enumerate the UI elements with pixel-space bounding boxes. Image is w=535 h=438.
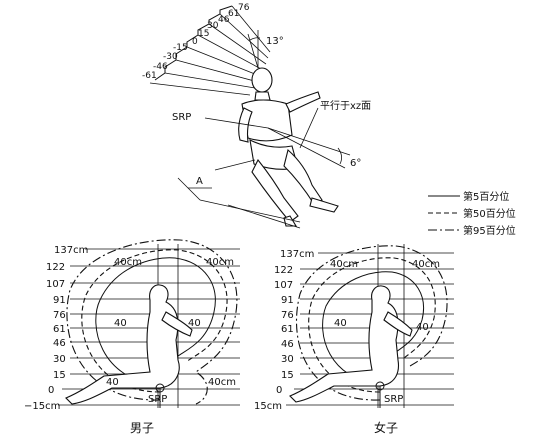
male-y-label-122: 122: [46, 262, 65, 273]
female-envelope-50th: [308, 257, 436, 393]
angle-13-marker: 13°: [247, 30, 284, 69]
female-arc-label-top-outer: 40cm: [412, 259, 440, 270]
stair-scale: -61 -46 -30 -15 0 15 30 46 61 76: [142, 3, 271, 96]
male-y-label-137: 137cm: [54, 245, 88, 256]
scale-label-9: 76: [238, 3, 250, 13]
angle-13-label: 13°: [266, 36, 284, 47]
top-3d-view: -61 -46 -30 -15 0 15 30 46 61 76 13°: [142, 3, 371, 229]
male-seated-figure: [65, 284, 180, 405]
male-panel: 137cm 122 107 91 76 61 46 30 15 0 −15cm …: [24, 239, 240, 435]
legend-label-95th: 第95百分位: [463, 224, 516, 237]
male-y-label-neg15: −15cm: [24, 401, 60, 412]
male-y-label-30: 30: [53, 354, 66, 365]
parallel-plane-marker: 平行于xz面: [299, 99, 371, 149]
parallel-label: 平行于xz面: [320, 99, 371, 112]
female-arm: [383, 311, 413, 337]
male-y-label-0: 0: [48, 385, 54, 396]
male-arc-label-top-inner: 40cm: [114, 257, 142, 268]
female-y-label-91: 91: [281, 295, 294, 306]
female-y-label-61: 61: [281, 324, 294, 335]
scale-label-6: 30: [207, 21, 219, 31]
female-y-label-30: 30: [281, 354, 294, 365]
male-arc-label-bottom: 40: [106, 377, 119, 388]
female-seated-figure: [289, 285, 400, 403]
female-y-label-15: 15: [281, 370, 294, 381]
scale-label-8: 61: [228, 9, 239, 19]
male-envelope-50th: [81, 249, 228, 393]
female-y-label-76: 76: [281, 310, 294, 321]
male-y-label-76: 76: [53, 310, 66, 321]
scale-label-0: -61: [142, 71, 157, 81]
dim-a-label: A: [196, 176, 203, 187]
srp-marker: SRP 6°: [172, 112, 361, 169]
angle-6-label: 6°: [350, 158, 361, 169]
scale-label-3: -15: [173, 43, 188, 53]
male-arc-label-bottom-right: 40cm: [208, 377, 236, 388]
male-y-label-15: 15: [53, 370, 66, 381]
male-y-label-46: 46: [53, 338, 66, 349]
female-caption: 女子: [374, 420, 398, 435]
female-envelope-95th: [296, 245, 448, 401]
female-arc-label-top-inner: 40cm: [330, 259, 358, 270]
male-arc-label-right: 40: [188, 318, 201, 329]
scale-label-5: 15: [198, 29, 209, 39]
male-y-label-107: 107: [46, 279, 65, 290]
legend-label-50th: 第50百分位: [463, 207, 516, 220]
female-arc-label-right: 40: [416, 322, 429, 333]
male-caption: 男子: [130, 421, 154, 435]
male-y-label-91: 91: [53, 295, 66, 306]
srp-label: SRP: [172, 112, 191, 123]
scale-label-1: -46: [153, 62, 168, 72]
scale-label-7: 46: [218, 15, 230, 25]
dimension-a: A: [177, 159, 301, 229]
female-y-label-46: 46: [281, 339, 294, 350]
female-y-label-0: 0: [276, 385, 282, 396]
male-arc-label-top-outer: 40cm: [206, 257, 234, 268]
male-arc-label-left: 40: [114, 318, 127, 329]
female-y-label-15cm: 15cm: [254, 401, 282, 412]
female-envelope-5th: [322, 271, 424, 385]
female-y-label-107: 107: [274, 280, 293, 291]
legend-label-5th: 第5百分位: [463, 190, 509, 203]
female-y-label-137: 137cm: [280, 249, 314, 260]
male-envelope-5th: [95, 257, 216, 386]
male-y-label-61: 61: [53, 324, 66, 335]
legend: 第5百分位 第50百分位 第95百分位: [428, 190, 516, 237]
female-srp-label: SRP: [384, 394, 403, 405]
female-y-label-122: 122: [274, 265, 293, 276]
female-arc-label-left: 40: [334, 318, 347, 329]
male-arm: [161, 311, 193, 337]
female-panel: 137cm 122 107 91 76 61 46 30 15 0 15cm 4…: [254, 244, 454, 435]
seated-human-figure: [238, 67, 339, 227]
scale-label-2: -30: [163, 52, 178, 62]
male-srp-label: SRP: [148, 394, 167, 405]
scale-label-4: 0: [192, 37, 198, 47]
